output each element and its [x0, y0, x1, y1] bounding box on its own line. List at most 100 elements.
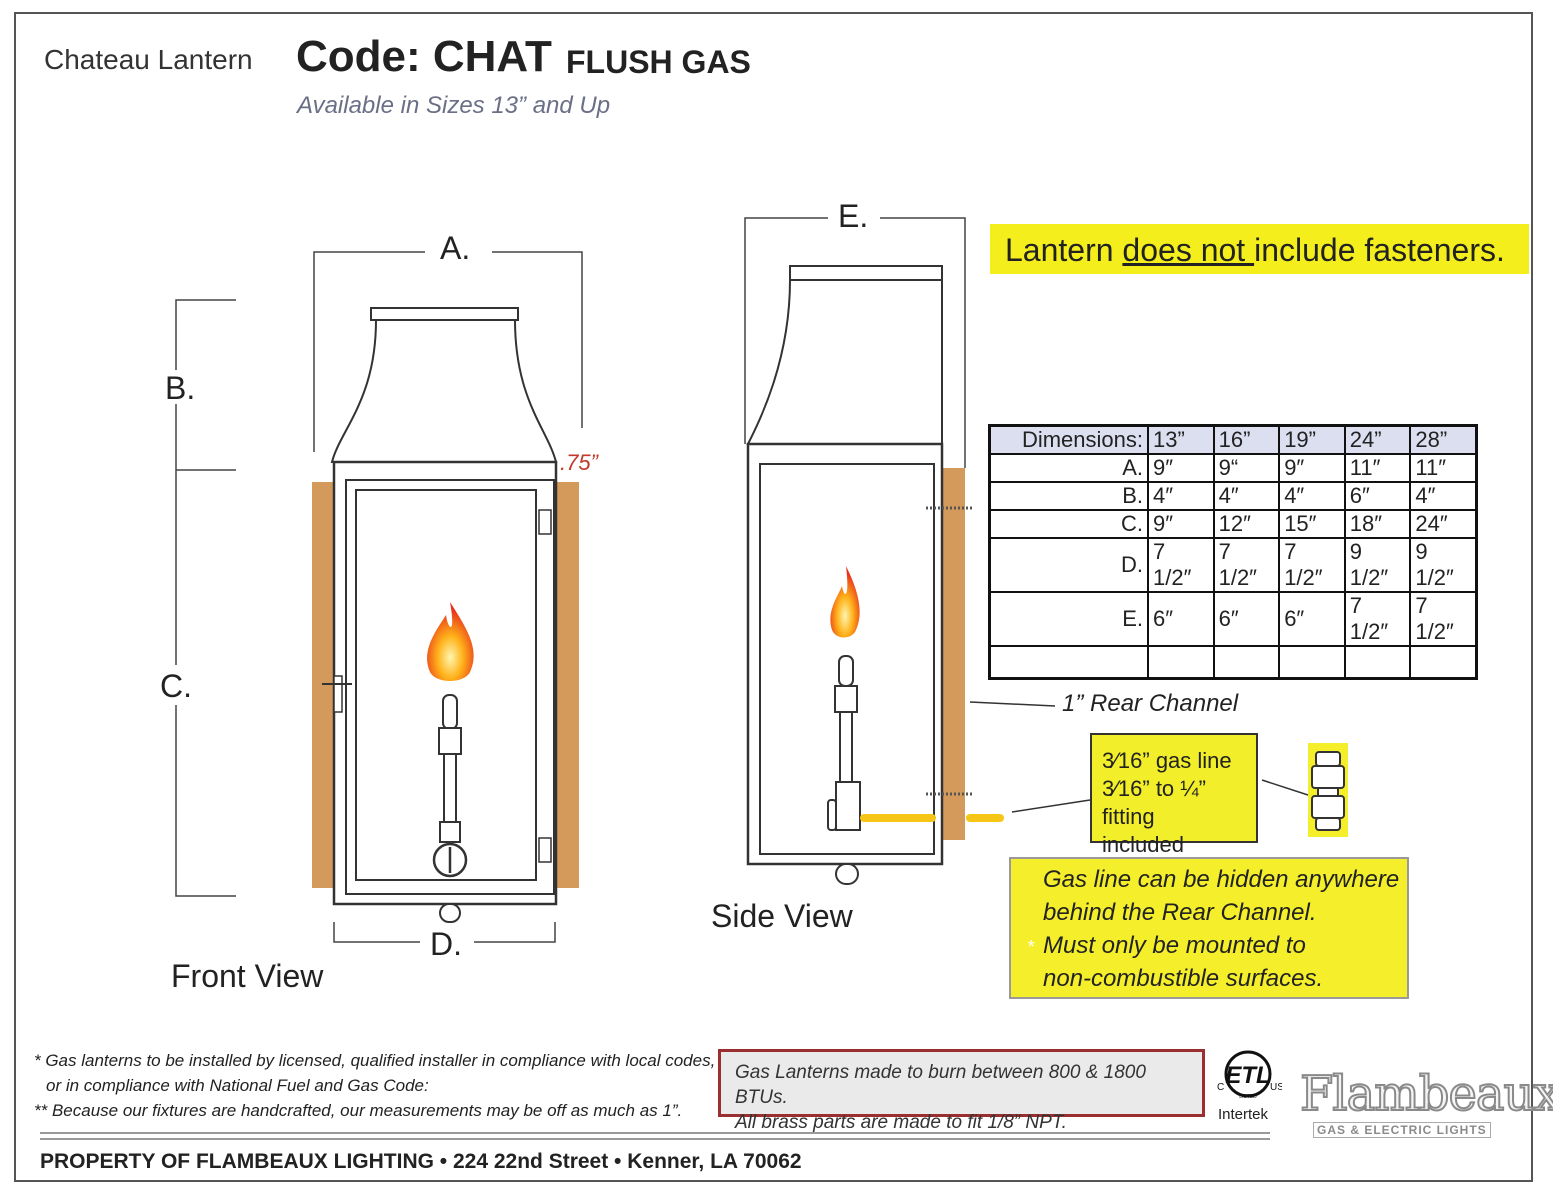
flambeaux-logo: Flambeaux [1299, 1065, 1553, 1123]
etl-c: C [1217, 1082, 1224, 1093]
front-burner-stem [443, 753, 457, 825]
side-valve [827, 799, 837, 831]
table-cell [1278, 645, 1346, 680]
table-cell: 15″ [1278, 509, 1346, 539]
table-row: C. 9″ 12″ 15″ 18″ 24″ [988, 509, 1478, 539]
dim-b-line [175, 299, 236, 370]
fasteners-note: Lantern does not include fasteners. [990, 224, 1529, 274]
dim-a-label: A. [440, 230, 471, 266]
etl-mark: ETL [1225, 1062, 1270, 1089]
btu-line-2: All brass parts are made to fit 1/8” NPT… [735, 1112, 1067, 1133]
footnote-1: * Gas lanterns to be installed by licens… [34, 1051, 716, 1070]
etl-us: US [1270, 1082, 1282, 1093]
fitting-leader [1261, 779, 1309, 796]
etl-listed-icon: ETL C US LISTED [1217, 1050, 1282, 1100]
table-row: A. 9″ 9“ 9″ 11″ 11″ [988, 453, 1478, 483]
table-cell: 6″ [1343, 481, 1412, 511]
side-burner-tip [838, 655, 854, 687]
front-flame [427, 602, 474, 681]
table-cell: C. [988, 509, 1149, 539]
sizes-note: Available in Sizes 13” and Up [297, 92, 611, 119]
product-type: FLUSH GAS [566, 44, 751, 80]
table-cell: 9 1/2″ [1343, 537, 1412, 593]
table-header-cell: Dimensions: [988, 424, 1149, 455]
table-row: D. 7 1/2″ 7 1/2″ 7 1/2″ 9 1/2″ 9 1/2″ [988, 537, 1478, 593]
front-hinge-bottom [538, 837, 552, 863]
dim-d-label: D. [430, 926, 462, 962]
table-cell: 12″ [1212, 509, 1281, 539]
gas-line-text-3: included [1102, 832, 1184, 857]
table-row: B. 4″ 4″ 4″ 6″ 4″ [988, 481, 1478, 511]
table-cell: 11″ [1409, 453, 1478, 483]
intertek-label: Intertek [1218, 1106, 1269, 1123]
table-cell: 18″ [1343, 509, 1412, 539]
table-cell: E. [988, 591, 1149, 647]
table-cell: A. [988, 453, 1149, 483]
fitting-icon [1311, 751, 1345, 831]
table-cell [988, 645, 1149, 680]
table-cell: 9″ [1147, 453, 1215, 483]
table-cell: 7 1/2″ [1409, 591, 1478, 647]
fasteners-post: include fasteners. [1254, 232, 1505, 268]
table-header-cell: 13” [1147, 424, 1215, 455]
table-cell: 9″ [1278, 453, 1346, 483]
page-frame [14, 12, 1533, 1182]
side-hood [746, 279, 943, 445]
footer-rule-1 [40, 1132, 1270, 1134]
table-cell: 9 1/2″ [1409, 537, 1478, 593]
side-burner-stem [839, 711, 853, 785]
table-header-cell: 28” [1409, 424, 1478, 455]
dim-b-label: B. [165, 370, 196, 406]
table-cell [1409, 645, 1478, 680]
gas-line-leader [1011, 799, 1091, 813]
front-burner-base [439, 821, 461, 843]
dim-d-line-right [474, 922, 556, 943]
front-bottom-nub [439, 903, 461, 923]
table-header-row: Dimensions: 13” 16” 19” 24” 28” [988, 424, 1478, 455]
table-cell: 4″ [1212, 481, 1281, 511]
front-hinge-top [538, 509, 552, 535]
table-row-empty [988, 645, 1478, 680]
table-cell: 4″ [1147, 481, 1215, 511]
fasteners-pre: Lantern [1005, 232, 1123, 268]
btu-line-1: Gas Lanterns made to burn between 800 & … [735, 1062, 1146, 1108]
front-view-label: Front View [171, 958, 324, 994]
table-cell: 9″ [1147, 509, 1215, 539]
rear-channel-leader [969, 701, 1056, 707]
table-cell [1147, 645, 1215, 680]
table-cell: 9“ [1212, 453, 1281, 483]
table-header-cell: 16” [1212, 424, 1281, 455]
side-burner-collar [834, 685, 858, 713]
footnote-2: or in compliance with National Fuel and … [46, 1076, 429, 1095]
gas-hidden-line-1: Gas line can be hidden anywhere [1043, 866, 1400, 893]
table-cell: B. [988, 481, 1149, 511]
flambeaux-tagline: GAS & ELECTRIC LIGHTS [1313, 1122, 1491, 1138]
front-hood-cap [370, 307, 519, 321]
table-header-cell: 24” [1343, 424, 1412, 455]
rear-channel-label: 1” Rear Channel [1062, 690, 1239, 717]
table-cell: 4″ [1409, 481, 1478, 511]
etl-listed: LISTED [1239, 1094, 1257, 1100]
side-view-label: Side View [711, 898, 853, 934]
table-cell: 7 1/2″ [1147, 537, 1215, 593]
dim-e-line [744, 217, 828, 444]
dimensions-table: Dimensions: 13” 16” 19” 24” 28” A. 9″ 9“… [988, 424, 1478, 680]
dim-c-label: C. [160, 668, 192, 704]
table-cell: 6″ [1212, 591, 1281, 647]
footnote-3: ** Because our fixtures are handcrafted,… [34, 1101, 683, 1120]
table-cell: 7 1/2″ [1278, 537, 1346, 593]
dim-a-line-right [492, 251, 583, 428]
gas-hidden-line-4: non-combustible surfaces. [1043, 965, 1324, 992]
table-header-cell: 19” [1278, 424, 1346, 455]
dim-e-label: E. [838, 198, 869, 234]
side-rear-channel [942, 468, 965, 840]
table-cell: 7 1/2″ [1212, 537, 1281, 593]
dim-a-line [313, 251, 425, 452]
table-row: E. 6″ 6″ 6″ 7 1/2″ 7 1/2″ [988, 591, 1478, 647]
btu-note: Gas Lanterns made to burn between 800 & … [718, 1049, 1205, 1133]
product-name: Chateau Lantern [44, 44, 253, 75]
gas-line-text-2: 3⁄16” to ¼” fitting [1102, 776, 1206, 829]
gas-line-text-1: 3⁄16” gas line [1102, 748, 1232, 773]
side-bottom-nub [835, 863, 859, 885]
